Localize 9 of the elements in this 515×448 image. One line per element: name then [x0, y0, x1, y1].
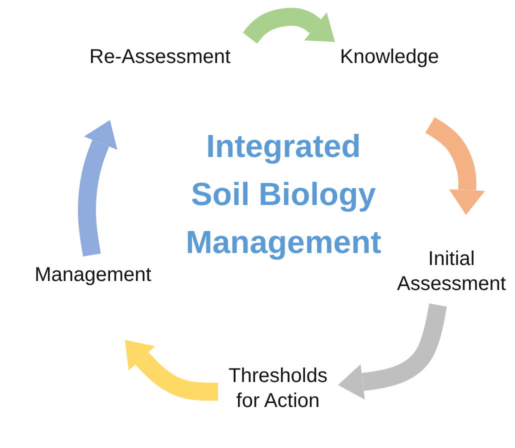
stage-label: Thresholds for Action — [228, 364, 328, 414]
cycle-arrow — [242, 8, 335, 44]
stage-label: Re-Assessment — [89, 45, 231, 70]
stage-label: Management — [34, 263, 152, 288]
cycle-arrow — [78, 120, 118, 258]
cycle-arrow — [425, 117, 486, 215]
stage-label: Initial Assessment — [396, 247, 507, 297]
diagram-title: Integrated Soil Biology Management — [184, 127, 382, 262]
stage-label: Knowledge — [340, 45, 439, 70]
